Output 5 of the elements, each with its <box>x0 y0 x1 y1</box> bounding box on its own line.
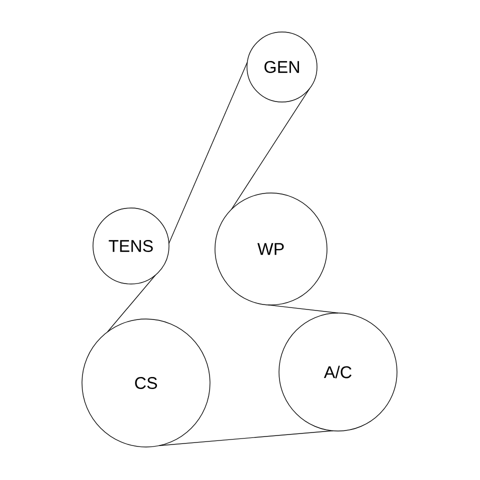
belt-line <box>158 430 334 446</box>
belt-line <box>268 304 338 314</box>
belt-line <box>107 274 156 332</box>
belt-line <box>168 62 248 244</box>
belt-line <box>231 88 310 210</box>
